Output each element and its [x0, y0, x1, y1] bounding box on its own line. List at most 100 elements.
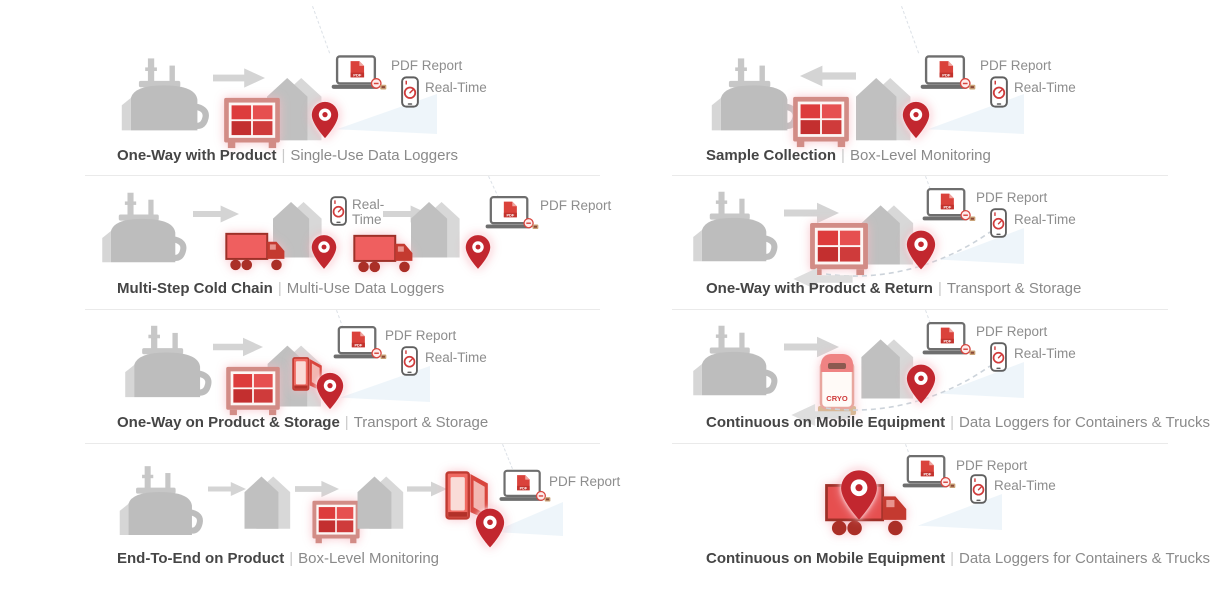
warehouse-icon: [856, 78, 911, 141]
truck-icon: [225, 232, 285, 271]
scenario-subtitle: Single-Use Data Loggers: [290, 147, 458, 164]
data-transfer-beam: [337, 94, 437, 134]
svg-text:CRYO: CRYO: [826, 394, 848, 403]
cold-storage-cabinet-icon: [445, 471, 488, 520]
return-dashed-curve: [825, 365, 991, 411]
phone-monitor-icon: [401, 76, 419, 108]
warehouse-icon: [411, 202, 460, 258]
dashed-connector-line: [312, 6, 331, 54]
pdf-report-label: PDF Report: [540, 198, 612, 213]
scenario-title: Sample Collection: [706, 147, 837, 164]
location-pin-icon: [311, 235, 337, 269]
pdf-report-label: PDF Report: [385, 328, 457, 343]
scenario-title: Continuous on Mobile Equipment: [706, 550, 946, 567]
phone-monitor-icon: [990, 342, 1007, 372]
panel-multi-step-cold-chain: Real-Time PDF PDF Report Multi-Step Cold…: [85, 176, 611, 310]
location-pin-icon: [465, 235, 491, 269]
location-pin-icon: [906, 364, 936, 404]
svg-text:PDF: PDF: [353, 73, 362, 78]
phone-monitor-icon: [401, 346, 418, 376]
scenario-subtitle: Transport & Storage: [353, 414, 489, 431]
scenario-caption: One-Way with Product|Single-Use Data Log…: [117, 147, 458, 164]
svg-text:PDF: PDF: [943, 339, 951, 344]
scenario-caption: One-Way on Product & Storage|Transport &…: [117, 414, 488, 431]
factory-building-icon: [119, 466, 203, 535]
location-pin-icon: [902, 101, 930, 139]
caption-separator: |: [277, 280, 282, 297]
location-pin-icon: [906, 230, 936, 270]
right-column: PDF PDF Report Real-Time Sample Collecti…: [672, 0, 1210, 589]
pdf-file-icon: PDF: [939, 61, 954, 78]
laptop-pdf-icon: PDF: [902, 454, 956, 489]
phone-monitor-icon: [990, 208, 1007, 238]
pdf-report-label: PDF Report: [391, 58, 463, 73]
scenario-caption: One-Way with Product & Return|Transport …: [706, 280, 1081, 297]
scenario-title: One-Way with Product & Return: [706, 280, 933, 297]
scenario-title: One-Way on Product & Storage: [117, 414, 340, 431]
location-pin-icon: [475, 508, 505, 548]
dashed-connector-line: [901, 6, 920, 54]
scenario-title: Multi-Step Cold Chain: [117, 280, 273, 297]
svg-text:PDF: PDF: [923, 472, 931, 477]
factory-building-icon: [693, 325, 778, 396]
location-pin-icon: [316, 372, 344, 410]
real-time-label: Real-Time: [994, 478, 1056, 493]
flow-arrow-icon: [784, 202, 839, 224]
return-arrow-icon: [791, 404, 851, 426]
flow-arrow-icon: [213, 337, 263, 357]
location-pin-icon: [311, 101, 339, 139]
scenario-caption: Sample Collection|Box-Level Monitoring: [706, 147, 991, 164]
laptop-pdf-icon: PDF: [922, 321, 976, 356]
scenario-title: End-To-End on Product: [117, 550, 285, 567]
pdf-report-label: PDF Report: [976, 190, 1048, 205]
pdf-report-label: PDF Report: [549, 474, 621, 489]
scenario-caption: End-To-End on Product|Box-Level Monitori…: [117, 550, 439, 567]
caption-separator: |: [344, 414, 349, 431]
product-box-icon: [224, 97, 280, 149]
laptop-pdf-icon: PDF: [920, 55, 976, 90]
scenario-subtitle: Data Loggers for Containers & Trucks: [959, 550, 1210, 567]
real-time-label: Real-Time: [352, 197, 385, 227]
laptop-pdf-icon: PDF: [922, 187, 976, 222]
data-transfer-beam: [928, 94, 1024, 134]
panel-continuous-mobile-equipment-truck: PDF PDF Report Real-Time Continuous on M…: [672, 444, 1210, 589]
warehouse-icon: [244, 476, 291, 529]
phone-monitor-icon: [970, 474, 987, 504]
scenario-subtitle: Transport & Storage: [946, 280, 1082, 297]
real-time-label: Real-Time: [425, 80, 487, 95]
caption-separator: |: [281, 147, 286, 164]
truck-icon: [353, 234, 413, 273]
svg-text:PDF: PDF: [942, 73, 951, 78]
scenario-caption: Continuous on Mobile Equipment|Data Logg…: [706, 414, 1210, 431]
caption-separator: |: [950, 414, 955, 431]
factory-building-icon: [711, 58, 799, 131]
pdf-report-label: PDF Report: [980, 58, 1052, 73]
product-box-icon: [312, 500, 360, 544]
flow-arrow-icon: [193, 205, 239, 223]
left-column: PDF PDF Report Real-Time One-Way with Pr…: [85, 0, 620, 589]
svg-text:PDF: PDF: [506, 213, 514, 218]
factory-building-icon: [125, 325, 212, 398]
flow-arrow-icon: [784, 336, 839, 358]
flow-arrow-icon: [213, 68, 265, 88]
return-arrow-icon: [793, 268, 853, 290]
warehouse-icon: [861, 339, 914, 399]
factory-building-icon: [693, 191, 778, 262]
svg-text:PDF: PDF: [943, 205, 951, 210]
warehouse-icon: [861, 205, 914, 265]
scenario-subtitle: Box-Level Monitoring: [298, 550, 440, 567]
panel-one-way-on-product-storage: PDF PDF Report Real-Time One-Way on Prod…: [85, 310, 600, 444]
real-time-label: Real-Time: [1014, 212, 1076, 227]
panel-one-way-with-product-return: PDF PDF Report Real-Time One-Way with Pr…: [672, 176, 1168, 310]
caption-separator: |: [937, 280, 942, 297]
pdf-file-icon: PDF: [503, 201, 517, 218]
scenario-subtitle: Box-Level Monitoring: [849, 147, 991, 164]
panel-one-way-with-product: PDF PDF Report Real-Time One-Way with Pr…: [85, 0, 600, 176]
location-pin-icon: [841, 470, 877, 520]
real-time-label: Real-Time: [1014, 80, 1076, 95]
flow-arrow-icon: [295, 480, 339, 498]
product-box-icon: [226, 366, 280, 416]
svg-text:PDF: PDF: [520, 487, 528, 491]
caption-separator: |: [289, 550, 294, 567]
scenario-title: Continuous on Mobile Equipment: [706, 414, 946, 431]
